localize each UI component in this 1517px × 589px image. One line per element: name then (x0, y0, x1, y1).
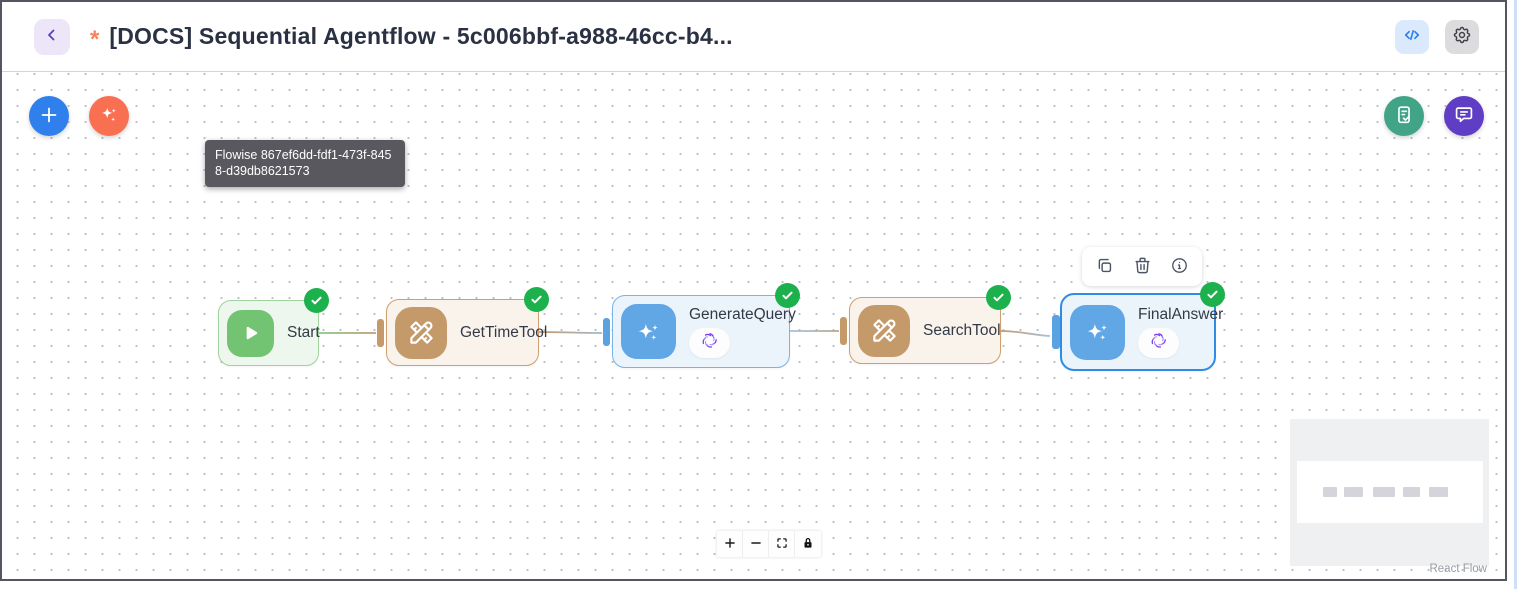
react-flow-attribution[interactable]: React Flow (1429, 563, 1487, 575)
tools-icon (395, 306, 447, 359)
play-icon (227, 309, 274, 357)
success-badge-icon (1200, 282, 1225, 307)
minimap[interactable] (1290, 419, 1489, 566)
chevron-left-icon (43, 26, 61, 47)
node-toolbar (1082, 247, 1202, 286)
delete-node-button[interactable] (1133, 256, 1152, 278)
minimap-node (1429, 487, 1448, 497)
input-handle[interactable] (1052, 315, 1060, 349)
node-finalanswer[interactable]: FinalAnswer (1052, 282, 1225, 371)
chat-bubble-icon (1453, 104, 1475, 129)
canvas-controls (717, 531, 821, 557)
minimap-node (1344, 487, 1363, 497)
fit-view-icon (775, 536, 789, 553)
fit-view-button[interactable] (769, 531, 795, 557)
node-label: GetTimeTool (460, 323, 548, 341)
settings-button[interactable] (1445, 19, 1479, 54)
model-logo-icon (700, 331, 719, 355)
success-badge-icon (524, 287, 549, 312)
model-logo-icon (1149, 331, 1168, 355)
flow-id-tooltip: Flowise 867ef6dd-fdf1-473f-8458-d39db862… (205, 140, 405, 187)
add-node-button[interactable] (29, 96, 69, 136)
sparkles-icon (1070, 304, 1125, 360)
header-bar: * [DOCS] Sequential Agentflow - 5c006bbf… (2, 2, 1505, 72)
document-check-icon (1393, 104, 1415, 129)
sparkles-icon (98, 104, 120, 129)
plus-icon (723, 536, 737, 553)
model-badge (1138, 328, 1179, 358)
success-badge-icon (775, 283, 800, 308)
node-label: FinalAnswer (1138, 306, 1224, 323)
node-label: GenerateQuery (689, 305, 796, 323)
node-gettimetool[interactable]: GetTimeTool (377, 287, 549, 366)
tools-icon (858, 304, 910, 357)
input-handle[interactable] (840, 316, 847, 345)
copy-icon (1095, 256, 1114, 278)
minimap-node (1373, 487, 1395, 497)
zoom-in-button[interactable] (717, 531, 743, 557)
agentflow-editor: * [DOCS] Sequential Agentflow - 5c006bbf… (0, 0, 1507, 581)
lock-button[interactable] (795, 531, 821, 557)
model-badge (689, 327, 730, 358)
gear-icon (1452, 25, 1472, 48)
info-icon (1170, 256, 1189, 278)
node-label: SearchTool (923, 321, 1001, 339)
edge-gettimetool-generatequery (538, 331, 603, 334)
sparkles-icon (621, 304, 676, 359)
node-start[interactable]: Start (218, 288, 329, 366)
code-icon (1402, 25, 1422, 48)
right-edge-strip (1514, 0, 1517, 589)
plus-icon (38, 104, 60, 129)
save-flow-button[interactable] (1384, 96, 1424, 136)
back-button[interactable] (34, 18, 70, 55)
node-searchtool[interactable]: SearchTool (840, 285, 1011, 364)
ai-assistant-button[interactable] (89, 96, 129, 136)
minus-icon (749, 536, 763, 553)
view-api-code-button[interactable] (1395, 19, 1429, 54)
lock-icon (801, 536, 815, 553)
input-handle[interactable] (377, 318, 384, 347)
input-handle[interactable] (603, 317, 610, 346)
node-info-button[interactable] (1170, 256, 1189, 278)
zoom-out-button[interactable] (743, 531, 769, 557)
edge-searchtool-finalanswer (1000, 330, 1051, 337)
minimap-node (1323, 487, 1337, 497)
success-badge-icon (304, 288, 329, 313)
node-label: Start (287, 324, 320, 341)
node-generatequery[interactable]: GenerateQuery (603, 283, 800, 368)
trash-icon (1133, 256, 1152, 278)
success-badge-icon (986, 285, 1011, 310)
minimap-node (1403, 487, 1420, 497)
unsaved-changes-marker: * (90, 25, 100, 53)
duplicate-node-button[interactable] (1095, 256, 1114, 278)
flow-canvas[interactable]: Flowise 867ef6dd-fdf1-473f-8458-d39db862… (2, 73, 1505, 579)
chat-button[interactable] (1444, 96, 1484, 136)
page-title: [DOCS] Sequential Agentflow - 5c006bbf-a… (109, 23, 733, 49)
